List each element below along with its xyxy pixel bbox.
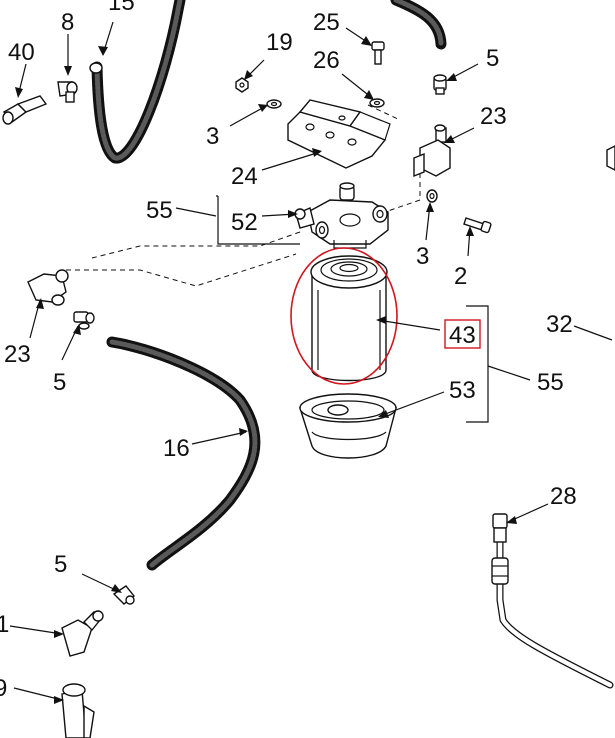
label-55-right: 55 <box>537 369 564 396</box>
label-24: 24 <box>231 163 258 190</box>
label-53: 53 <box>449 377 476 404</box>
edge-part-32 <box>606 145 615 171</box>
routing-lines <box>66 104 440 287</box>
label-5-left: 5 <box>53 369 66 396</box>
label-9-partial: 9 <box>0 675 7 702</box>
hose-top-right <box>390 0 447 50</box>
washer-26 <box>369 98 385 108</box>
filter-bowl-53 <box>299 393 397 459</box>
washer-3-left <box>266 99 282 109</box>
label-16: 16 <box>163 435 190 462</box>
highlight-box-43 <box>444 319 481 349</box>
filter-cartridge-43 <box>310 255 388 382</box>
label-23-left: 23 <box>4 341 31 368</box>
fitting-5-left <box>73 311 95 330</box>
label-26: 26 <box>313 47 340 74</box>
filter-head-52 <box>294 182 389 249</box>
elbow-fitting-5-top <box>433 74 447 95</box>
label-19: 19 <box>266 29 293 56</box>
elbow-fitting-23-left <box>27 269 69 306</box>
washer-3-right <box>426 189 438 203</box>
elbow-fitting-23-top <box>413 124 451 178</box>
fitting-9 <box>61 683 95 738</box>
leader-lines <box>9 21 613 701</box>
part-labels: 15 8 40 25 19 26 5 23 3 24 55 52 3 2 23 … <box>0 0 577 702</box>
label-55-left: 55 <box>146 197 173 224</box>
barb-fitting-40 <box>2 95 48 125</box>
label-32: 32 <box>546 311 573 338</box>
label-40: 40 <box>8 39 35 66</box>
mounting-bracket-24 <box>287 99 391 169</box>
label-3-left: 3 <box>206 123 219 150</box>
label-2: 2 <box>454 263 467 290</box>
bolt-2 <box>463 217 492 234</box>
label-3-right: 3 <box>416 243 429 270</box>
label-23-top: 23 <box>480 103 507 130</box>
label-52: 52 <box>231 209 258 236</box>
highlight-circle <box>290 247 398 385</box>
elbow-fitting-8 <box>57 81 78 103</box>
arrowheads <box>15 36 517 704</box>
label-8: 8 <box>61 9 74 36</box>
hose-16 <box>106 336 261 571</box>
label-43: 43 <box>449 322 476 349</box>
hose-15 <box>89 0 186 164</box>
label-5-bottom: 5 <box>54 551 67 578</box>
label-1-partial: 1 <box>0 611 9 638</box>
label-15: 15 <box>108 0 135 16</box>
bolt-25 <box>371 41 385 65</box>
nut-19 <box>235 77 249 93</box>
label-5-top: 5 <box>486 45 499 72</box>
label-25: 25 <box>313 9 340 36</box>
fuel-tube-28 <box>491 513 614 689</box>
fitting-1 <box>61 610 104 657</box>
label-28: 28 <box>550 483 577 510</box>
fitting-5-bottom <box>112 585 135 605</box>
